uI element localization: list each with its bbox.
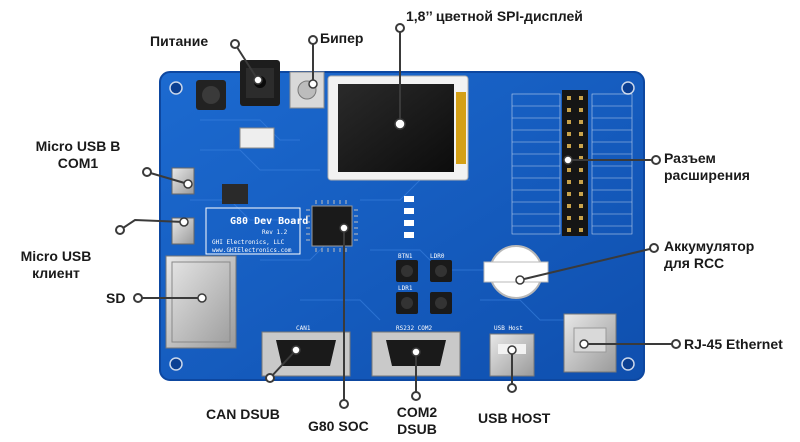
pcb-board	[159, 71, 645, 381]
label-power: Питание	[150, 33, 209, 49]
label-g80-soc: G80 SOC	[308, 418, 369, 434]
label-sd: SD	[106, 290, 126, 306]
btn1-silk: BTN1	[398, 253, 413, 260]
label-beeper: Бипер	[320, 30, 364, 46]
label-usb-host: USB HOST	[478, 410, 551, 426]
label-micro-usb-b-line2: COM1	[57, 155, 99, 171]
label-expansion-line2: расширения	[664, 167, 750, 183]
can-dsub-connector	[261, 331, 351, 377]
label-rj45: RJ-45 Ethernet	[684, 336, 783, 352]
button-grid	[396, 260, 452, 314]
label-com2: COM2 DSUB	[390, 404, 444, 438]
board-rev-silk: Rev 1.2	[262, 229, 288, 236]
label-micro-usb-client: Micro USB клиент	[0, 248, 112, 282]
label-micro-usb-client-line2: клиент	[32, 265, 80, 281]
board-title-silk: G80 Dev Board	[230, 216, 308, 227]
label-can-dsub: CAN DSUB	[206, 406, 280, 422]
leader-rings	[115, 23, 681, 409]
label-com2-line1: COM2	[396, 404, 438, 420]
leader-dots	[179, 75, 589, 357]
usb-host-silk: USB Host	[494, 325, 523, 332]
label-micro-usb-client-line1: Micro USB	[20, 248, 92, 264]
led-block	[404, 196, 414, 238]
board-vendor-silk: GHI Electronics, LLC	[212, 239, 285, 246]
label-rtc-battery: Аккумулятор для RCC	[664, 238, 754, 272]
ldr1-silk: LDR1	[398, 285, 413, 292]
label-micro-usb-b: Micro USB B COM1	[8, 138, 148, 172]
board-url-silk: www.GHIElectronics.com	[212, 247, 292, 254]
label-rtc-battery-line2: для RCC	[664, 255, 725, 271]
com-silk: RS232 COM2	[396, 325, 433, 332]
label-micro-usb-b-line1: Micro USB B	[35, 138, 121, 154]
board-label-area	[205, 207, 301, 255]
can-silk: CAN1	[296, 325, 311, 332]
label-display: 1,8’’ цветной SPI-дисплей	[406, 8, 583, 24]
leader-lines	[119, 27, 677, 405]
regulator-part	[222, 184, 248, 204]
g80-soc-chip	[306, 200, 358, 252]
beeper-part	[289, 71, 325, 109]
label-expansion-line1: Разъем	[664, 150, 716, 166]
label-com2-line2: DSUB	[397, 421, 437, 437]
ldr0-silk: LDR0	[430, 253, 445, 260]
switch-part	[239, 127, 275, 149]
label-expansion: Разъем расширения	[664, 150, 750, 184]
inductor-part	[196, 80, 226, 110]
label-rtc-battery-line1: Аккумулятор	[664, 238, 755, 254]
